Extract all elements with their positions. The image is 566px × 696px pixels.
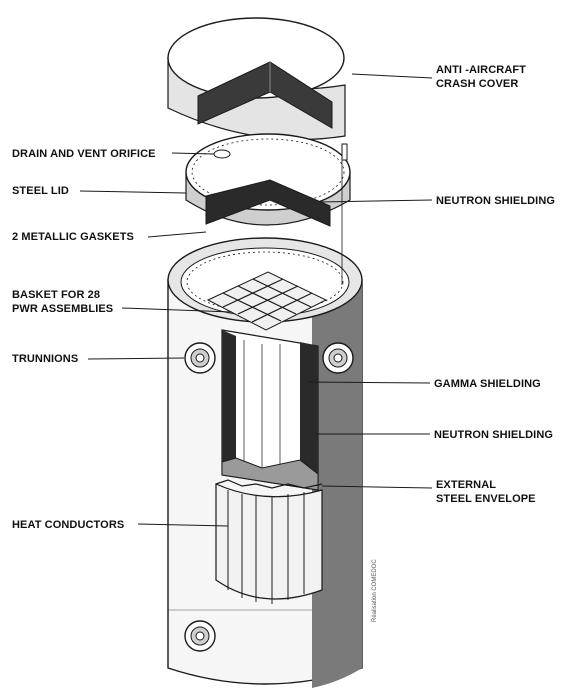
leader-lines — [79, 73, 433, 527]
label-heat: HEAT CONDUCTORS — [12, 519, 124, 531]
cask-body — [167, 160, 363, 688]
heat-conductors — [215, 479, 323, 604]
label-basket-line2: PWR ASSEMBLIES — [12, 303, 113, 315]
label-anti-aircraft-line1: ANTI -AIRCRAFT — [436, 64, 526, 76]
steel-lid — [185, 133, 351, 227]
basket-grid — [206, 271, 328, 331]
label-neutron-mid: NEUTRON SHIELDING — [434, 429, 553, 441]
label-anti-aircraft-line2: CRASH COVER — [436, 78, 518, 90]
trunnion-top-right-icon — [322, 342, 354, 374]
label-basket-line1: BASKET FOR 28 — [12, 289, 100, 301]
label-gaskets: 2 METALLIC GASKETS — [12, 231, 134, 243]
label-gamma: GAMMA SHIELDING — [434, 378, 541, 390]
label-external-line2: STEEL ENVELOPE — [436, 493, 536, 505]
drain-orifice-icon — [213, 149, 231, 159]
label-trunnions: TRUNNIONS — [12, 353, 78, 365]
credit-text: Réalisation COMEDOC — [372, 559, 378, 622]
label-drain-vent: DRAIN AND VENT ORIFICE — [12, 148, 156, 160]
bolt-icon — [341, 143, 348, 161]
trunnion-top-left-icon — [184, 342, 216, 374]
crash-cover — [167, 17, 346, 141]
label-neutron-top: NEUTRON SHIELDING — [436, 195, 555, 207]
label-steel-lid: STEEL LID — [12, 185, 69, 197]
trunnion-bottom-icon — [184, 620, 216, 652]
label-external-line1: EXTERNAL — [436, 479, 496, 491]
